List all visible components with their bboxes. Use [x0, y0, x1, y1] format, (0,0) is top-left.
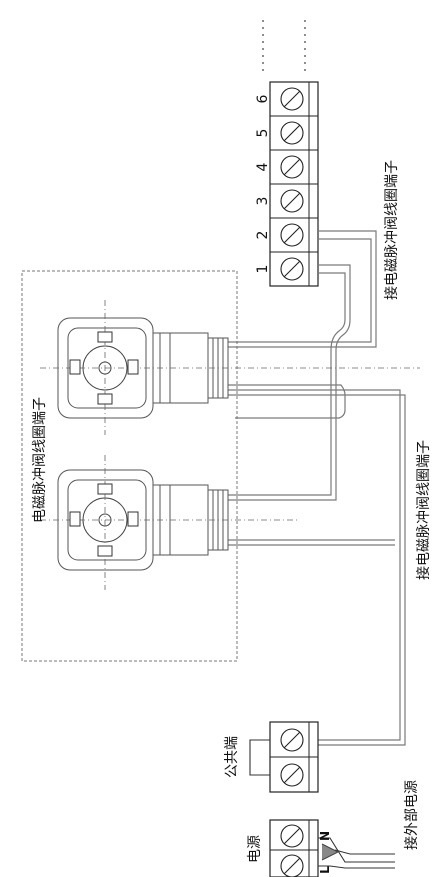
label-coil-terminal-top: 接电磁脉冲阀线圈端子 — [383, 160, 400, 300]
terminal-number-3: 3 — [255, 197, 271, 206]
label-common: 公共端 — [224, 736, 240, 778]
terminal-screw-4 — [280, 155, 304, 179]
common-terminal-block — [249, 721, 319, 793]
label-power: 电源 — [247, 835, 263, 863]
wire-terminal-2 — [206, 230, 377, 348]
terminal-number-2: 2 — [255, 231, 271, 240]
terminal-number-5: 5 — [255, 129, 271, 138]
wire-common — [206, 384, 406, 746]
label-N: N — [318, 831, 332, 841]
label-coil-box: 电磁脉冲阀线圈端子 — [32, 397, 48, 523]
terminal-number-1: 1 — [255, 265, 271, 274]
terminal-screw-5 — [280, 121, 304, 145]
terminal-numbers: 6 5 4 3 2 1 — [255, 94, 271, 273]
continuation-dots — [262, 20, 306, 75]
coil-top — [40, 300, 420, 435]
label-L: L — [318, 866, 332, 874]
power-terminal-block — [269, 819, 319, 877]
terminal-screw-3 — [280, 189, 304, 213]
coil-bottom — [40, 455, 300, 590]
coil-enclosure — [21, 270, 238, 662]
terminal-strip — [269, 81, 319, 287]
terminal-screw-1 — [280, 257, 304, 281]
terminal-number-4: 4 — [255, 162, 271, 171]
wire-terminal-1 — [206, 264, 351, 501]
external-power-wires — [318, 837, 395, 869]
terminal-number-6: 6 — [255, 94, 271, 103]
label-coil-terminal-mid: 接电磁脉冲阀线圈端子 — [415, 440, 432, 580]
terminal-screw-2 — [280, 223, 304, 247]
label-external-power: 接外部电源 — [403, 780, 420, 850]
terminal-screw-6 — [280, 87, 304, 111]
